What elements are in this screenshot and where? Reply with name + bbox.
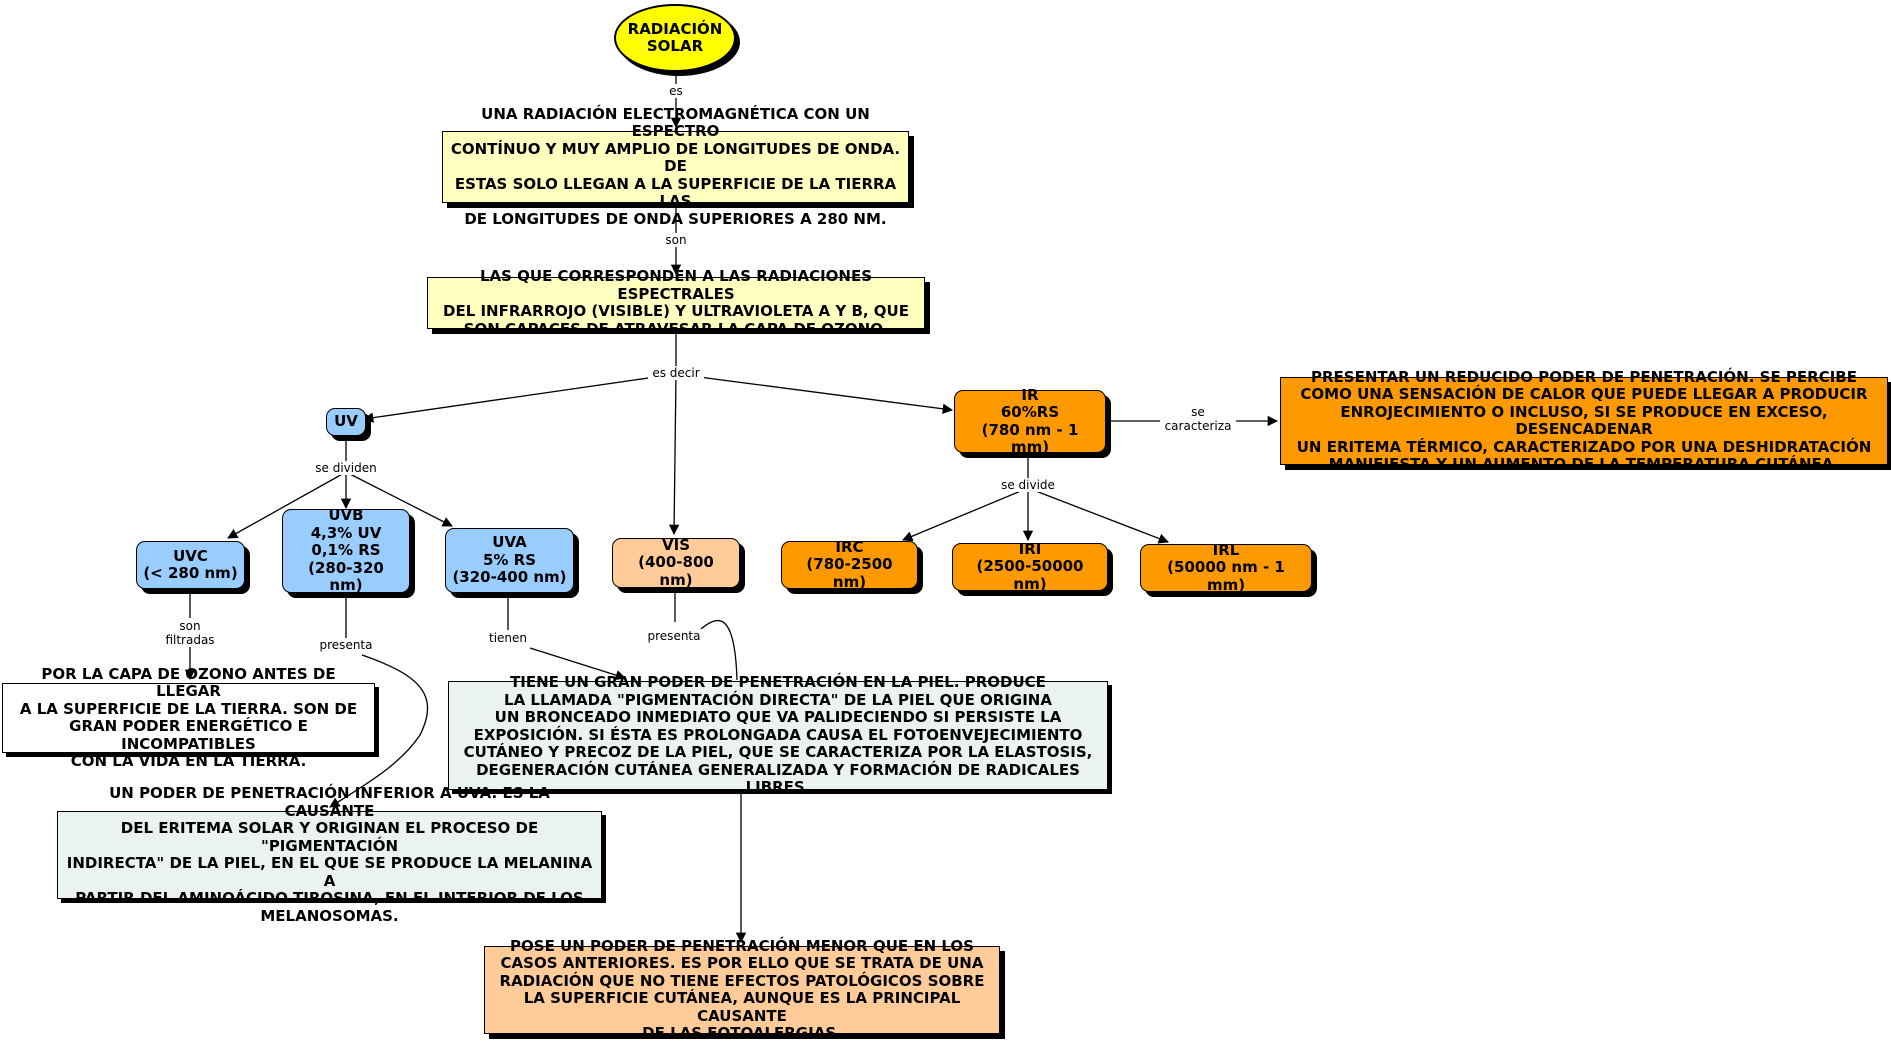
link-label-es: es bbox=[666, 84, 686, 98]
connector-to-irc bbox=[902, 487, 1029, 542]
node-ir-desc[interactable]: PRESENTAR UN REDUCIDO PODER DE PENETRACI… bbox=[1280, 368, 1888, 473]
link-label-se-caracteriza: se caracteriza bbox=[1160, 405, 1236, 433]
link-label-presenta-vis: presenta bbox=[644, 629, 704, 643]
connector-to-irl bbox=[1027, 487, 1169, 544]
link-label-se-dividen: se dividen bbox=[311, 461, 381, 475]
connector-presenta-uvb bbox=[330, 594, 429, 807]
connector-to-uva bbox=[345, 471, 453, 527]
link-label-son-filtradas: son filtradas bbox=[160, 619, 220, 647]
link-label-presenta-uvb: presenta bbox=[316, 638, 376, 652]
link-label-tienen: tienen bbox=[484, 631, 532, 645]
node-irl[interactable]: IRL (50000 nm - 1 mm) bbox=[1140, 541, 1312, 594]
connector-to-ir bbox=[675, 373, 954, 414]
node-uvc-desc[interactable]: POR LA CAPA DE OZONO ANTES DE LLEGAR A L… bbox=[2, 665, 375, 770]
node-ir[interactable]: IR 60%RS (780 nm - 1 mm) bbox=[954, 386, 1106, 456]
link-label-es-decir: es decir bbox=[648, 366, 704, 380]
node-radiacion-solar[interactable]: RADIACIÓN SOLAR bbox=[614, 4, 736, 72]
node-definicion[interactable]: UNA RADIACIÓN ELECTROMAGNÉTICA CON UN ES… bbox=[442, 105, 909, 228]
link-label-se-divide: se divide bbox=[995, 478, 1061, 492]
connector-to-uv bbox=[362, 373, 677, 423]
node-uvc[interactable]: UVC (< 280 nm) bbox=[136, 541, 245, 589]
node-vis-desc[interactable]: POSE UN PODER DE PENETRACIÓN MENOR QUE E… bbox=[484, 937, 1000, 1042]
connector-presenta-vis bbox=[674, 590, 738, 681]
link-label-son: son bbox=[661, 233, 691, 247]
node-uvb[interactable]: UVB 4,3% UV 0,1% RS (280-320 nm) bbox=[282, 507, 410, 594]
node-espectrales[interactable]: LAS QUE CORRESPONDEN A LAS RADIACIONES E… bbox=[427, 267, 925, 337]
node-irc[interactable]: IRC (780-2500 nm) bbox=[781, 538, 918, 591]
node-uvb-desc[interactable]: UN PODER DE PENETRACIÓN INFERIOR A UVA. … bbox=[57, 784, 602, 924]
connector-tienen bbox=[529, 647, 626, 681]
node-uv[interactable]: UV bbox=[326, 408, 366, 436]
node-uva[interactable]: UVA 5% RS (320-400 nm) bbox=[445, 528, 574, 593]
connector-to-uvc bbox=[227, 471, 347, 539]
connector-to-vis bbox=[668, 373, 680, 536]
node-uva-desc[interactable]: TIENE UN GRAN PODER DE PENETRACIÓN EN LA… bbox=[448, 674, 1108, 796]
node-iri[interactable]: IRI (2500-50000 nm) bbox=[952, 540, 1108, 593]
node-vis[interactable]: VIS (400-800 nm) bbox=[612, 536, 740, 589]
